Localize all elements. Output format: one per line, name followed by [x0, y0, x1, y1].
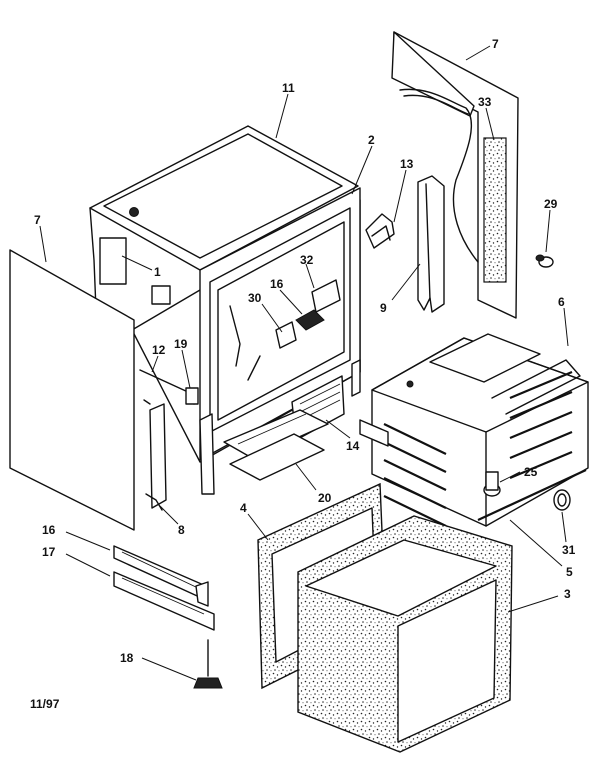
callout-19: 19	[174, 337, 188, 351]
callout-11: 11	[282, 81, 295, 95]
leader-lines	[39, 45, 569, 681]
callout-8: 8	[178, 523, 185, 537]
callout-17: 17	[42, 545, 56, 559]
callout-1: 1	[154, 265, 161, 279]
grommet-29	[535, 254, 554, 268]
date-footnote: 11/97	[30, 697, 60, 711]
callout-9: 9	[380, 301, 387, 315]
bracket-13	[365, 213, 395, 249]
brackets-12-19-8	[139, 369, 199, 511]
callout-14: 14	[346, 439, 360, 453]
callout-2: 2	[368, 133, 375, 147]
callout-29: 29	[544, 197, 558, 211]
callout-30: 30	[248, 291, 262, 305]
callout-31: 31	[562, 543, 576, 557]
insulation-3	[297, 515, 513, 753]
callout-16-mid: 16	[270, 277, 284, 291]
callout-20: 20	[318, 491, 332, 505]
callout-32: 32	[300, 253, 314, 267]
callout-25: 25	[524, 465, 538, 479]
callout-13: 13	[400, 157, 414, 171]
callout-labels: 7 11 2 13 33 29 7 1 32 16 30 9 6 12 19 2…	[34, 37, 576, 665]
lower-bracket-17	[113, 571, 215, 631]
callout-3: 3	[564, 587, 571, 601]
callout-6: 6	[558, 295, 565, 309]
callout-18: 18	[120, 651, 134, 665]
callout-12: 12	[152, 343, 166, 357]
callout-33: 33	[478, 95, 492, 109]
oven-cavity-6	[359, 333, 589, 527]
insulation-strip-33	[483, 137, 507, 283]
light-socket-31	[553, 489, 571, 511]
rail-9	[417, 175, 445, 313]
callout-4: 4	[240, 501, 247, 515]
shelf-20	[223, 409, 329, 481]
callout-7-top: 7	[492, 37, 499, 51]
side-panel-right	[391, 31, 519, 319]
callout-16-left: 16	[42, 523, 56, 537]
callout-5: 5	[566, 565, 573, 579]
side-panel-left	[9, 249, 135, 531]
leveling-leg-18	[193, 639, 223, 689]
callout-7-left: 7	[34, 213, 41, 227]
